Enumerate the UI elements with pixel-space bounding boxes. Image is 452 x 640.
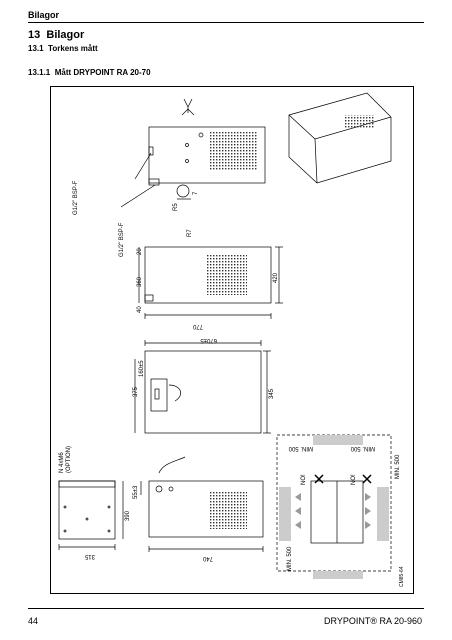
display [154, 388, 160, 400]
subsection-title: Mått DRYPOINT RA 20-70 [54, 68, 151, 77]
dim-55: 55±3 [133, 485, 139, 499]
control-panel [150, 378, 168, 412]
pipe-label-2: G1/2" BSP-F [119, 222, 125, 257]
dim-420: 420 [273, 272, 279, 283]
bottom-view-outline [148, 480, 264, 538]
close-icon [314, 474, 324, 484]
top-connection [148, 146, 154, 156]
top-connection [148, 178, 160, 186]
subsection-heading: 13.1.1 Mått DRYPOINT RA 20-70 [28, 68, 151, 77]
section-title: Torkens mått [48, 44, 98, 53]
chapter-heading: 13 Bilagor [28, 29, 84, 41]
min-500-top-left: MIN. 500 [288, 445, 313, 451]
dim-360: 360 [137, 276, 143, 287]
min-500-top-right: MIN. 500 [350, 445, 375, 451]
chapter-title: Bilagor [46, 29, 85, 41]
pipe-label-1: G1/2" BSP-F [73, 180, 79, 215]
dim-40: 40 [137, 306, 143, 313]
wall-bottom [313, 571, 363, 579]
product-isometric [288, 92, 392, 184]
screw-hole [185, 159, 189, 163]
option-label: (OPTION) [66, 446, 72, 473]
clearance-zone [276, 434, 392, 572]
dimension-drawing: G1/2" BSP-F G1/2" BSP-F R5 R7 7 20 360 4… [58, 92, 405, 587]
top-view-grille [209, 131, 257, 171]
wall-left [279, 487, 291, 541]
dim-375: 375 [133, 386, 139, 397]
cable [158, 456, 186, 474]
airflow-arrow-icon [181, 98, 195, 116]
header-rule [28, 22, 424, 23]
dim-r5: R5 [173, 203, 179, 211]
dim-345: 345 [269, 388, 275, 399]
dimension-drawing-frame: G1/2" BSP-F G1/2" BSP-F R5 R7 7 20 360 4… [50, 86, 414, 594]
min-500-bottom: MIN. 500 [287, 546, 293, 571]
running-header: Bilagor [28, 10, 60, 20]
dim-390: 390 [125, 510, 131, 521]
bottom-view-grille [209, 491, 247, 529]
screw-hole [185, 143, 189, 147]
dim-20: 20 [137, 248, 143, 255]
cable [168, 384, 182, 402]
dim-740: 740 [202, 555, 213, 561]
front-view-outline [144, 246, 272, 304]
subsection-number: 13.1.1 [28, 68, 51, 77]
page-number: 44 [28, 616, 39, 626]
dim-7: 7 [193, 191, 199, 195]
drawing-code: CM85-64 [399, 566, 405, 587]
drain-connection [144, 294, 154, 302]
dim-r7: R7 [187, 229, 193, 237]
no-label-left: NO! [301, 474, 307, 485]
n4mm-label: N 4xM6 [59, 452, 65, 473]
chapter-number: 13 [28, 29, 41, 41]
footer-rule [28, 608, 424, 609]
side-view-outline [144, 350, 262, 434]
dim-670: 670±5 [200, 337, 217, 343]
section-number: 13.1 [28, 44, 44, 53]
wall-top [313, 435, 363, 445]
dim-160: 160±5 [139, 360, 145, 377]
front-view-grille [207, 255, 247, 295]
mounting-hole-detail [176, 184, 190, 198]
dim-315: 315 [84, 553, 95, 559]
screw-hole [198, 132, 204, 138]
footer-product: DRYPOINT® RA 20-960 [323, 616, 422, 626]
end-view-outline [58, 480, 116, 540]
section-heading: 13.1 Torkens mått [28, 44, 98, 53]
dim-770: 770 [192, 323, 203, 329]
wall-right [377, 487, 389, 541]
no-label-right: NO! [351, 474, 357, 485]
close-icon [362, 474, 372, 484]
min-500-right: MIN. 500 [395, 454, 401, 479]
